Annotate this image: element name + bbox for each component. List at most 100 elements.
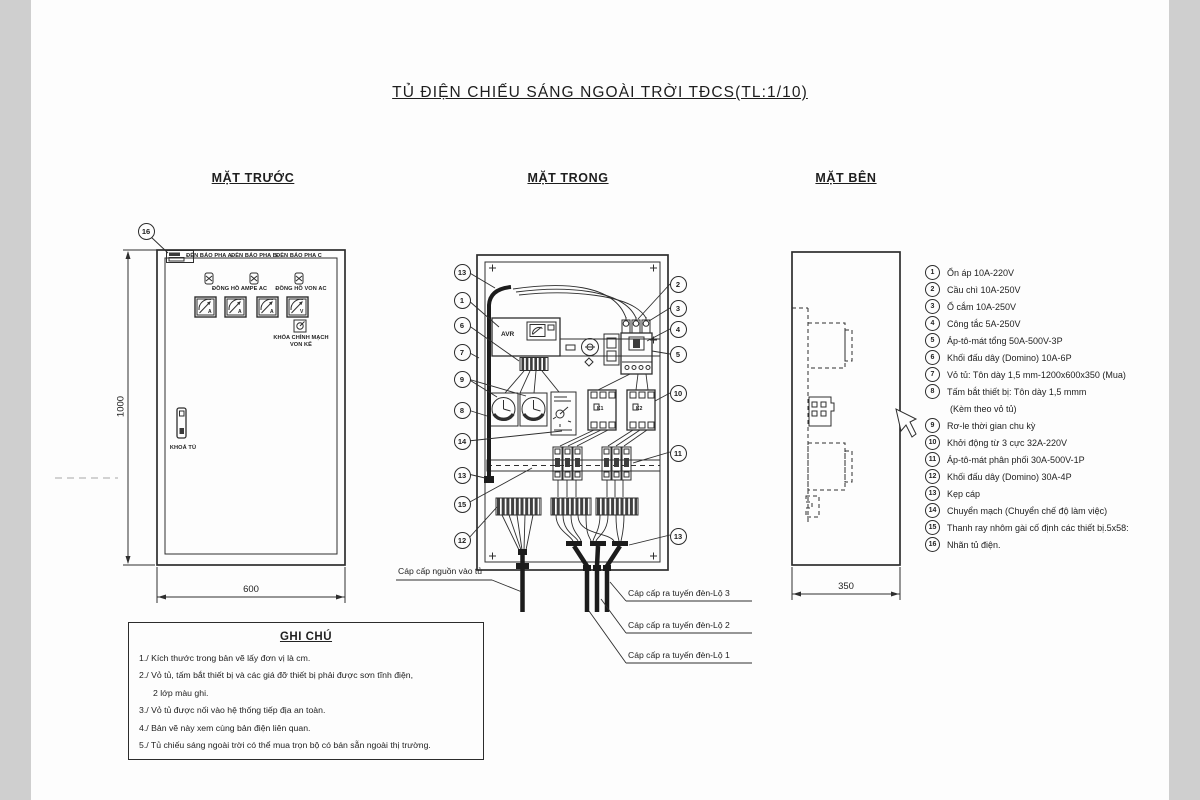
drawing-title: TỦ ĐIỆN CHIẾU SÁNG NGOÀI TRỜI TĐCS(TL:1/… [392,84,808,101]
callout-1: 1 [453,291,471,309]
callout-9: 9 [453,370,471,388]
time-relay-icons [488,392,548,427]
legend-text: Cầu chì 10A-250V [947,284,1021,295]
legend-text: Chuyển mạch (Chuyển chế độ làm việc) [947,505,1108,516]
legend-text: Áp-tô-mát phân phối 30A-500V-1P [947,454,1085,465]
supply-cable [484,285,534,612]
dim-height-1000: 1000 [115,395,127,418]
mcb-icons [552,446,632,481]
callout-13: 13 [453,263,471,281]
contactor-icons [587,389,656,431]
inside-view-title: MẶT TRONG [527,171,609,185]
note-line-2: 2./ Vỏ tủ, tấm bắt thiết bị và các giá đ… [139,670,414,681]
legend-text: Tấm bắt thiết bị: Tôn dày 1,5 mmm [947,386,1087,397]
note-line-3: 3./ Vỏ tủ được nối vào hệ thống tiếp địa… [139,705,326,716]
legend-item-7: 7 Vỏ tủ: Tôn dày 1,5 mm-1200x600x350 (Mua… [925,366,1180,383]
callout-13: 13 [453,466,471,484]
callout-6: 6 [453,316,471,334]
legend-item-1: 1 Ổn áp 10A-220V [925,264,1180,281]
legend-number: 8 [925,384,940,399]
callout-11: 11 [669,444,687,462]
legend-number: 9 [925,418,940,433]
legend-text: Ổn áp 10A-220V [947,267,1015,278]
phase-lamp-icons [204,272,304,285]
note-line-2-cont: 2 lớp màu ghi. [153,687,209,698]
phase-lamp-label-a: ĐÈN BÁO PHA A [186,253,232,259]
callout-5: 5 [669,345,687,363]
mode-switch [550,391,577,436]
key-icon [584,357,594,367]
callout-7: 7 [453,343,471,361]
front-view-title: MẶT TRƯỚC [211,171,295,185]
legend-item-14: 14 Chuyển mạch (Chuyển chế độ làm việc) [925,502,1180,519]
legend-number: 13 [925,486,940,501]
callout-16: 16 [137,222,155,240]
callout-10: 10 [669,384,687,402]
legend-text: Công tắc 5A-250V [947,318,1021,329]
cable-out-label-1: Cáp cấp ra tuyến đèn-Lộ 1 [628,650,730,660]
legend-item-3: 3 Ổ cắm 10A-250V [925,298,1180,315]
cable-out-label-3: Cáp cấp ra tuyến đèn-Lộ 3 [628,588,730,598]
legend-text: Vỏ tủ: Tôn dày 1,5 mm-1200x600x350 (Mua) [947,369,1126,380]
callout-leaders [467,271,671,546]
legend-number: 16 [925,537,940,552]
legend-item-16: 16 Nhãn tủ điện. [925,536,1180,553]
callout-3: 3 [669,299,687,317]
fuse-icons [621,317,651,334]
main-breaker [620,332,653,375]
dim-width-600: 600 [243,584,259,595]
legend-text: Ổ cắm 10A-250V [947,301,1017,312]
legend-number: 4 [925,316,940,331]
front-view-drawing [123,235,346,603]
note-line-4: 4./ Bản vẽ này xem cùng bản điện liên qu… [139,722,311,733]
legend-text: Rơ-le thời gian chu kỳ [947,420,1036,431]
door-lock-icon [176,407,187,439]
contactor-k1-label: K1 [597,406,604,412]
legend-number: 14 [925,503,940,518]
legend-text: Khối đấu dây (Domino) 30A-4P [947,471,1072,482]
ammeter-label: ĐỒNG HỒ AMPE AC [212,286,268,292]
callout-13: 13 [669,527,687,545]
legend-item-8: 8 Tấm bắt thiết bị: Tôn dày 1,5 mmm [925,383,1180,400]
legend-item-8-cont: (Kèm theo vỏ tủ) [925,400,1180,417]
legend-number: 12 [925,469,940,484]
voltmeter-label: ĐỒNG HỒ VON AC [275,286,327,292]
phase-lamp-label-c: ĐÈN BÁO PHA C [276,253,322,259]
side-view-drawing [791,251,918,600]
inside-view-drawing [396,254,752,664]
legend-number: 7 [925,367,940,382]
legend-text: Kẹp cáp [947,488,981,499]
legend-item-13: 13 Kẹp cáp [925,485,1180,502]
phase-lamp-label-b: ĐÈN BÁO PHA B [231,253,277,259]
notes-title: GHI CHÚ [279,631,333,643]
notes-list: 1./ Kích thước trong bản vẽ lấy đơn vị l… [129,643,483,754]
panel-meter-icons [194,296,309,318]
legend-item-15: 15 Thanh ray nhôm gài cố định các thiết b… [925,519,1180,536]
legend-number: 15 [925,520,940,535]
legend-number: 3 [925,299,940,314]
selector-label-line1: KHÓA CHỈNH MẠCH [273,335,329,341]
legend-text: Khối đấu dây (Domino) 10A-6P [947,352,1072,363]
callout-8: 8 [453,401,471,419]
left-margin-band [0,0,31,800]
legend-item-12: 12 Khối đấu dây (Domino) 30A-4P [925,468,1180,485]
legend-number: 1 [925,265,940,280]
note-line-5: 5./ Tủ chiếu sáng ngoài trời có thể mua … [139,740,431,751]
door-handle-icon [895,408,918,438]
contactor-k2-label: K2 [636,406,643,412]
legend-text: Nhãn tủ điện. [947,539,1001,550]
legend-item-9: 9 Rơ-le thời gian chu kỳ [925,417,1180,434]
callout-15: 15 [453,495,471,513]
meter-letter-2: A [238,309,242,315]
dim-depth-350: 350 [838,581,854,592]
notes-box: GHI CHÚ 1./ Kích thước trong bản vẽ lấy … [128,622,484,760]
callout-12: 12 [453,531,471,549]
legend-text: Thanh ray nhôm gài cố định các thiết bị.… [947,522,1129,533]
avr-label: AVR [501,331,515,338]
